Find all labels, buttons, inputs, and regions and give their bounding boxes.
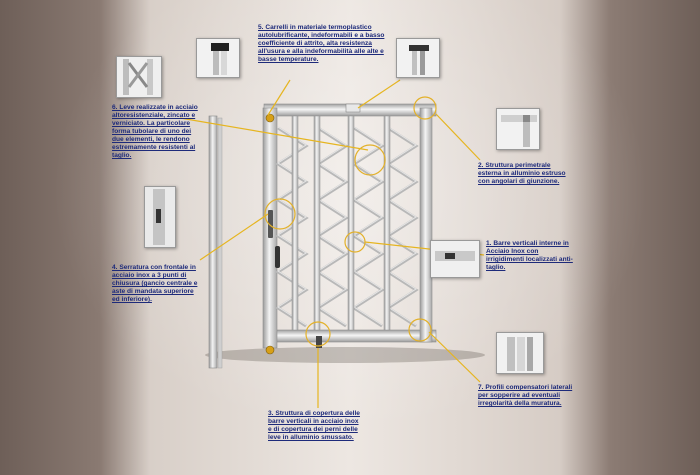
compensator-detail-thumb	[496, 332, 544, 374]
ground-shadow	[205, 347, 485, 363]
callout-3-cover-structure: 3. Struttura di copertura delle barre ve…	[268, 410, 360, 441]
carriage-detail-thumb-left	[196, 38, 240, 78]
highlight-circles	[264, 96, 437, 347]
lock-body	[268, 210, 273, 238]
bar-detail-thumb	[430, 240, 480, 278]
carriage	[345, 103, 361, 113]
callout-7-compensator-profiles: 7. Profili compensatori laterali per sop…	[478, 384, 573, 407]
roller-bottom	[265, 345, 275, 355]
callout-2-perimeter-frame: 2. Struttura perimetrale esterna in allu…	[478, 162, 566, 185]
callout-6-levers: 6. Leve realizzate in acciaio altoresist…	[112, 104, 198, 159]
vertical-bars	[291, 115, 391, 331]
lock-detail-thumb	[144, 186, 176, 248]
carriage-detail-thumb-right	[396, 38, 440, 78]
pin-cover	[316, 336, 322, 348]
callout-5-carriages: 5. Carrelli in materiale termoplastico a…	[258, 24, 385, 63]
callout-4-lock: 4. Serratura con frontale in acciaio ino…	[112, 264, 198, 303]
callout-1-vertical-bars: 1. Barre verticali interne in Acciaio In…	[486, 240, 573, 271]
roller-top	[265, 113, 275, 123]
lock-handle	[275, 246, 280, 268]
compensator-profile-edge	[217, 117, 223, 369]
lever-detail-thumb	[116, 56, 162, 98]
compensator-profile	[208, 115, 218, 369]
frame-corner-thumb	[496, 108, 540, 150]
right-frame-profile	[419, 107, 433, 343]
scissor-levers	[275, 126, 419, 328]
